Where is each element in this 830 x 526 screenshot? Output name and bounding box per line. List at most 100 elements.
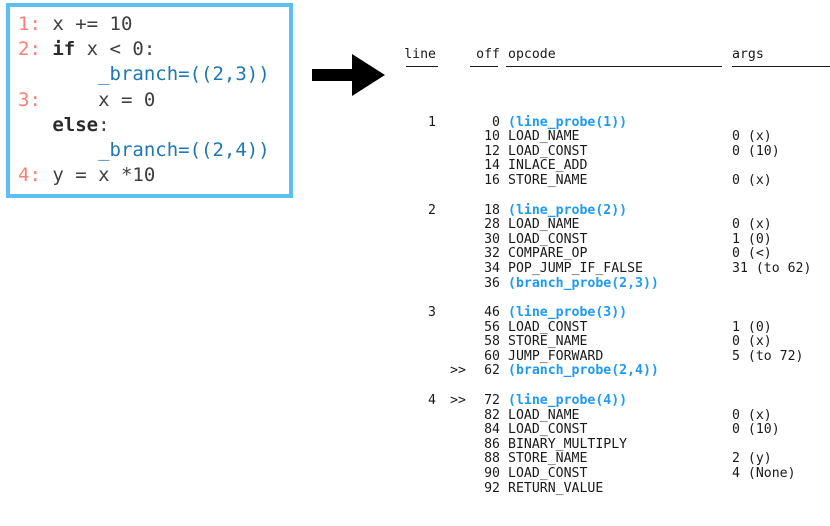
header-rule-line: [406, 65, 438, 67]
disassembly-row: 86 BINARY_MULTIPLY: [398, 436, 830, 453]
row-line-number: 2: [428, 202, 436, 218]
disassembly-row: 1 0 (line_probe(1)): [398, 114, 830, 131]
row-offset: 84: [484, 422, 500, 438]
instrumentation-probe: (line_probe(1)): [508, 114, 628, 130]
row-args: 0 (<): [732, 246, 772, 262]
row-offset: 90: [484, 466, 500, 482]
disassembly-row: 4>>72(line_probe(4)): [398, 393, 830, 409]
row-offset: 58: [484, 334, 500, 350]
row-opcode: LOAD_CONST: [508, 319, 588, 335]
disassembly-row: 14 INLACE_ADD: [398, 159, 830, 174]
row-opcode: STORE_NAME: [508, 334, 588, 350]
row-opcode: LOAD_CONST: [508, 466, 588, 482]
row-args: 2 (y): [732, 451, 772, 467]
source-text: x = 0: [98, 88, 156, 111]
jump-target-marker: >>: [450, 363, 466, 379]
row-offset: 12: [484, 143, 500, 159]
source-code-line: 1: x += 10: [18, 12, 287, 37]
row-args: 4 (None): [732, 466, 796, 482]
row-offset: 60: [484, 348, 500, 364]
source-code-line: 4: y = x *10: [18, 163, 287, 188]
row-args: 0 (x): [732, 217, 772, 233]
source-text: x < 0:: [75, 38, 156, 61]
source-indent: [52, 139, 98, 161]
disassembly-row: >> 62 (branch_probe(2,4)): [398, 364, 830, 379]
row-opcode: LOAD_CONST: [508, 422, 588, 438]
disassembly-row: 2 18 (line_probe(2)): [398, 202, 830, 219]
source-line-number: 3:: [18, 88, 53, 111]
row-offset: 36: [484, 275, 500, 291]
row-opcode: POP_JUMP_IF_FALSE: [508, 260, 643, 276]
row-opcode: INLACE_ADD: [508, 158, 588, 174]
source-code-line: _branch=((2,4)): [18, 138, 287, 163]
header-rule-off: [470, 65, 498, 67]
column-header-line: line: [404, 46, 436, 62]
row-opcode: LOAD_NAME: [508, 217, 580, 233]
column-header-args: args: [732, 46, 764, 62]
row-offset: 72: [484, 393, 500, 409]
row-line-number: 1: [428, 114, 436, 130]
disassembly-row: 90 LOAD_CONST 4 (None): [398, 466, 830, 482]
instrumentation-probe: (line_probe(3)): [508, 305, 628, 321]
row-offset: 86: [484, 436, 500, 452]
row-offset: 16: [484, 172, 500, 188]
row-args: 0 (10): [732, 143, 780, 159]
row-opcode: JUMP_FORWARD: [508, 348, 604, 364]
instrumentation-probe: (branch_probe(2,4)): [508, 363, 659, 379]
source-text: x += 10: [52, 13, 133, 35]
row-offset: 82: [484, 407, 500, 423]
row-args: 5 (to 72): [732, 348, 804, 364]
row-offset: 10: [484, 129, 500, 145]
row-offset: 34: [484, 260, 500, 276]
row-offset: 18: [484, 202, 500, 218]
row-opcode: STORE_NAME: [508, 451, 588, 467]
column-header-opcode: opcode: [508, 46, 556, 62]
source-text: y = x *10: [52, 164, 156, 187]
right-arrow-icon: [312, 53, 386, 97]
column-header-off: off: [476, 46, 500, 62]
disassembly-header-row: line off opcode args: [398, 46, 830, 72]
source-line-number: [18, 114, 52, 136]
inserted-branch-probe: _branch=((2,3)): [98, 63, 270, 86]
row-args: 0 (10): [732, 422, 780, 438]
instrumentation-probe: (line_probe(2)): [508, 202, 628, 218]
row-opcode: BINARY_MULTIPLY: [508, 436, 628, 452]
row-offset: 62: [484, 363, 500, 379]
source-code-line: 3: x = 0: [18, 88, 287, 113]
row-args: 31 (to 62): [732, 260, 812, 276]
header-rule-args: [732, 65, 830, 67]
row-offset: 14: [484, 158, 500, 174]
row-line-number: 4: [428, 393, 436, 409]
row-offset: 0: [492, 114, 500, 130]
disassembly-row: 34 POP_JUMP_IF_FALSE 31 (to 62): [398, 260, 830, 277]
source-code-line: _branch=((2,3)): [18, 62, 287, 87]
source-keyword: if: [52, 38, 76, 61]
row-opcode: LOAD_CONST: [508, 231, 588, 247]
row-args: 1 (0): [732, 231, 772, 247]
instrumentation-probe: (branch_probe(2,3)): [508, 275, 659, 291]
row-line-number: 3: [428, 305, 436, 321]
disassembly-row: 36 (branch_probe(2,3)): [398, 275, 830, 292]
row-opcode: STORE_NAME: [508, 172, 588, 188]
row-args: 0 (x): [732, 407, 772, 423]
row-offset: 32: [484, 246, 500, 262]
source-line-number: [18, 139, 52, 161]
